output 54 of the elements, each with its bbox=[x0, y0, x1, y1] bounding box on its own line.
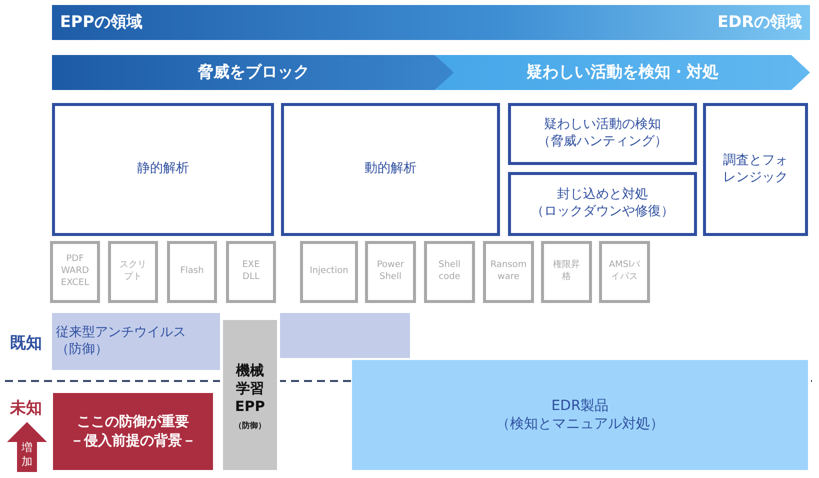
title-text: ここの防御が重要 bbox=[77, 413, 189, 432]
threat-name: 権限昇格 bbox=[552, 260, 581, 284]
title-text: 増加 bbox=[21, 440, 33, 470]
ml-epp-column bbox=[223, 320, 277, 470]
header-band bbox=[52, 5, 810, 40]
title-text: 封じ込めと対処 bbox=[557, 187, 648, 204]
subtitle-text: （ロックダウンや修復） bbox=[531, 204, 674, 221]
title-text: 調査とフォレンジック bbox=[722, 152, 789, 186]
subtitle-text: （防御） bbox=[234, 420, 266, 431]
threat-name: PDF WARD EXCEL bbox=[60, 254, 90, 290]
threat-tile bbox=[167, 241, 217, 303]
known-threat-band bbox=[52, 313, 220, 370]
threat-name: Ransom ware bbox=[490, 260, 527, 284]
title-text: 脅威をブロック bbox=[198, 62, 310, 83]
title-text: 機械学習EPP bbox=[234, 362, 266, 417]
subtitle-text: （防御） bbox=[56, 342, 108, 358]
chevron-banner bbox=[52, 55, 455, 90]
threat-name: スクリプト bbox=[118, 260, 148, 284]
subtitle-text: （脅威ハンティング） bbox=[538, 134, 668, 151]
known-threat-band-segment bbox=[280, 313, 410, 358]
threat-name: Power Shell bbox=[376, 260, 406, 284]
category-box bbox=[703, 103, 808, 236]
threat-tile bbox=[226, 241, 276, 303]
threat-name: Flash bbox=[180, 266, 204, 278]
threat-tile bbox=[50, 241, 100, 303]
threat-tile bbox=[424, 241, 475, 303]
subtitle-text: EDRの領域 bbox=[717, 12, 802, 33]
title-text: 静的解析 bbox=[137, 161, 189, 178]
threat-name: Shell code bbox=[438, 260, 462, 284]
subtitle-text: （検知とマニュアル対処） bbox=[496, 415, 664, 434]
title-text: 疑わしい活動の検知 bbox=[544, 117, 661, 134]
unknown-threat-box bbox=[53, 393, 213, 470]
title-text: EPPの領域 bbox=[60, 12, 142, 33]
category-box bbox=[508, 103, 697, 165]
row-label: 既知 bbox=[10, 333, 42, 354]
threat-tile bbox=[483, 241, 534, 303]
threat-name: Injection bbox=[310, 266, 348, 278]
threat-name: AMSIバイパス bbox=[608, 260, 642, 284]
category-box bbox=[52, 103, 274, 236]
title-text: 動的解析 bbox=[364, 161, 416, 178]
title-text: 疑わしい活動を検知・対処 bbox=[526, 62, 718, 83]
threat-tile bbox=[108, 241, 158, 303]
title-text: EDR製品 bbox=[551, 396, 609, 415]
threat-tile bbox=[300, 241, 358, 303]
edr-product-panel bbox=[352, 360, 808, 470]
threat-tile bbox=[365, 241, 416, 303]
subtitle-text: －侵入前提の背景－ bbox=[70, 432, 196, 450]
threat-name: EXE DLL bbox=[241, 260, 261, 284]
category-box bbox=[281, 103, 500, 236]
row-label: 未知 bbox=[10, 398, 42, 419]
threat-tile bbox=[599, 241, 650, 303]
threat-tile bbox=[541, 241, 592, 303]
category-box bbox=[508, 172, 697, 236]
title-text: 従来型アンチウイルス bbox=[56, 324, 186, 342]
